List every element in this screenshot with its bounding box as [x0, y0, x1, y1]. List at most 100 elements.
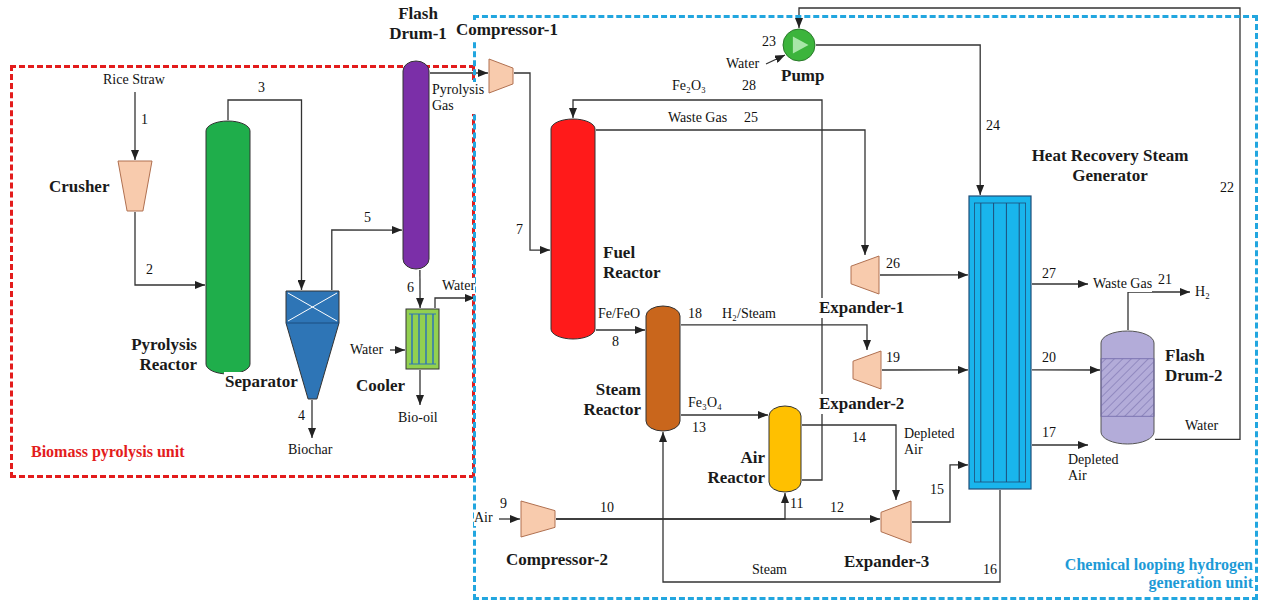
- steam-reactor: Steam Reactor: [645, 305, 681, 432]
- stream-number: 1: [141, 112, 148, 128]
- stream-number: 12: [830, 500, 844, 516]
- flash-drum: Flash Drum-2: [1100, 330, 1155, 445]
- compressor: Compressor-2: [520, 500, 556, 538]
- stream-number: 10: [600, 500, 614, 516]
- pyrolysis-reactor: Pyrolysis Reactor: [205, 120, 251, 375]
- region-label: Biomass pyrolysis unit: [30, 443, 186, 461]
- product-line: [311, 400, 312, 438]
- pump-symbol: [782, 28, 816, 62]
- stream-number: 9: [500, 496, 507, 512]
- stream-connector: [419, 270, 421, 308]
- stream-label: Water: [1185, 418, 1218, 434]
- expander-symbol: [880, 500, 912, 544]
- stream-number: 13: [692, 420, 706, 436]
- stream-number: 11: [790, 496, 803, 512]
- stream-label: Pyrolysis Gas: [432, 82, 488, 114]
- product-line: [1128, 292, 1190, 330]
- equipment-label: Air Reactor: [700, 448, 766, 487]
- stream-label: Depleted Air: [1068, 452, 1123, 484]
- feed-line: [499, 518, 520, 519]
- stream-connector: [556, 518, 880, 519]
- stream-number: 3: [258, 80, 265, 96]
- fuel-reactor: Fuel Reactor: [550, 118, 596, 340]
- stream-connector: [556, 493, 785, 519]
- stream-number: 21: [1158, 272, 1172, 288]
- stream-number: 24: [986, 118, 1000, 134]
- pump: Pump: [782, 28, 816, 62]
- stream-label: Fe/FeO: [598, 306, 640, 322]
- stream-connector: [912, 465, 968, 522]
- stream-label: Water: [726, 56, 759, 72]
- fuel-reactor-symbol: [550, 118, 596, 340]
- pyrolysis-reactor-symbol: [205, 120, 251, 375]
- equipment-label: Pyrolysis Reactor: [100, 335, 198, 374]
- stream-connector: [514, 73, 550, 250]
- equipment-label: Expander-3: [843, 552, 930, 572]
- stream-label: Rice Straw: [103, 72, 165, 88]
- product-line: [1032, 283, 1088, 284]
- stream-label: H₂: [1195, 284, 1210, 300]
- stream-label: Fe₃O₄: [688, 395, 722, 411]
- expander-symbol: [850, 255, 880, 295]
- stream-number: 6: [407, 280, 414, 296]
- stream-number: 15: [930, 482, 944, 498]
- compressor-symbol: [520, 500, 556, 538]
- flash-drum-symbol: [402, 60, 430, 270]
- stream-number: 17: [1042, 425, 1056, 441]
- stream-number: 27: [1042, 266, 1056, 282]
- air-reactor-symbol: [768, 405, 802, 493]
- expander: Expander-2: [852, 350, 882, 390]
- stream-number: 20: [1042, 350, 1056, 366]
- cooler-symbol: [405, 308, 440, 370]
- crusher: Crusher: [117, 160, 153, 212]
- stream-label: Depleted Air: [904, 426, 959, 458]
- stream-connector: [596, 130, 865, 255]
- compressor: Compressor-1: [488, 58, 514, 94]
- feed-line: [766, 55, 785, 64]
- cyclone-separator: Separator: [285, 290, 340, 400]
- stream-connector: [1032, 369, 1100, 370]
- stream-number: 25: [744, 110, 758, 126]
- stream-number: 5: [364, 210, 371, 226]
- stream-connector: [681, 325, 867, 350]
- flash-drum-symbol: [1100, 330, 1155, 445]
- equipment-label: Crusher: [48, 177, 110, 197]
- air-reactor: Air Reactor: [768, 405, 802, 493]
- stream-number: 28: [742, 78, 756, 94]
- equipment-label: Separator: [224, 372, 299, 392]
- stream-number: 4: [298, 408, 305, 424]
- equipment-label: Compressor-1: [455, 20, 559, 40]
- stream-label: H₂/Steam: [722, 306, 776, 322]
- stream-number: 2: [146, 262, 153, 278]
- equipment-label: Expander-1: [818, 298, 905, 318]
- heat-recovery-steam-generator-symbol: [968, 195, 1032, 490]
- equipment-label: Fuel Reactor: [602, 243, 674, 282]
- heat-recovery-steam-generator: Heat Recovery Steam Generator: [968, 195, 1032, 490]
- stream-label: Waste Gas: [1093, 276, 1152, 292]
- stream-label: Air: [474, 510, 493, 526]
- stream-number: 7: [516, 222, 523, 238]
- stream-number: 19: [886, 350, 900, 366]
- stream-number: 16: [983, 562, 997, 578]
- equipment-label: Compressor-2: [505, 550, 609, 570]
- feed-line: [390, 349, 405, 350]
- stream-number: 26: [886, 256, 900, 272]
- unit-region: Chemical looping hydrogen generation uni…: [473, 15, 1258, 600]
- equipment-label: Heat Recovery Steam Generator: [1024, 146, 1196, 185]
- stream-connector: [816, 45, 980, 195]
- stream-label: Steam: [752, 562, 787, 578]
- stream-number: 18: [688, 306, 702, 322]
- stream-connector: [882, 369, 968, 370]
- region-label: Chemical looping hydrogen generation uni…: [1060, 556, 1254, 593]
- equipment-label: Pump: [780, 66, 825, 86]
- product-line: [1032, 444, 1088, 445]
- stream-connector: [332, 230, 402, 290]
- stream-number: 8: [612, 334, 619, 350]
- expander: Expander-3: [880, 500, 912, 544]
- stream-connector: [135, 212, 205, 285]
- stream-number: 23: [762, 34, 776, 50]
- stream-label: Water: [350, 342, 383, 358]
- equipment-label: Steam Reactor: [562, 380, 642, 419]
